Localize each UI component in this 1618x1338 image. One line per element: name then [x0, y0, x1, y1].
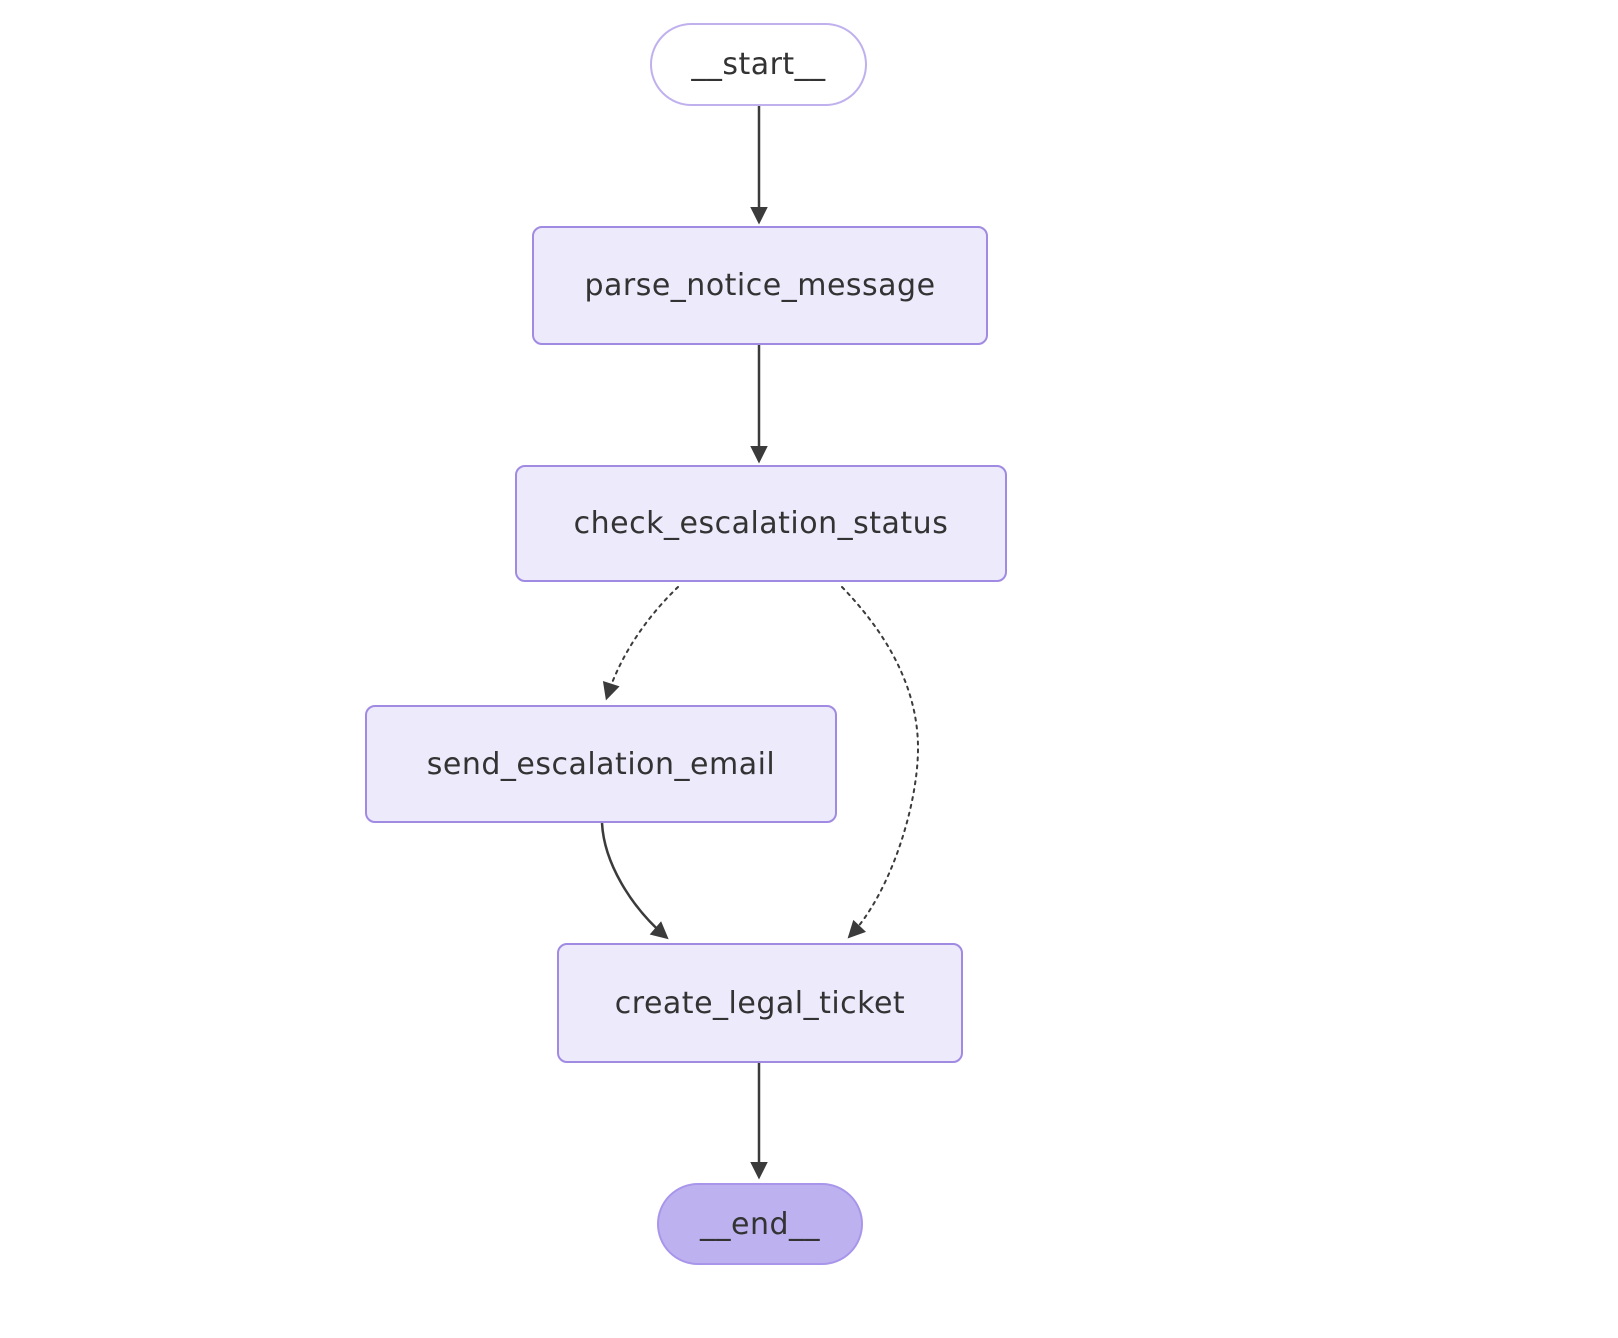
node-send-escalation-email-label: send_escalation_email	[426, 746, 776, 782]
node-start-label: __start__	[691, 47, 826, 82]
node-end: __end__	[657, 1183, 863, 1265]
node-create-legal-ticket: create_legal_ticket	[557, 943, 963, 1063]
edge-check-escalation-status-to-create-legal-ticket	[841, 586, 920, 939]
node-start: __start__	[650, 23, 867, 106]
node-parse-notice-message-label: parse_notice_message	[584, 268, 936, 303]
node-create-legal-ticket-label: create_legal_ticket	[614, 985, 906, 1021]
node-check-escalation-status-label: check_escalation_status	[573, 506, 949, 541]
node-end-label: __end__	[699, 1206, 820, 1242]
node-parse-notice-message: parse_notice_message	[532, 226, 988, 345]
node-send-escalation-email: send_escalation_email	[365, 705, 837, 823]
edge-send-escalation-email-to-create-legal-ticket	[600, 822, 669, 940]
node-check-escalation-status: check_escalation_status	[515, 465, 1007, 582]
edge-check-escalation-status-to-send-escalation-email	[602, 586, 679, 701]
